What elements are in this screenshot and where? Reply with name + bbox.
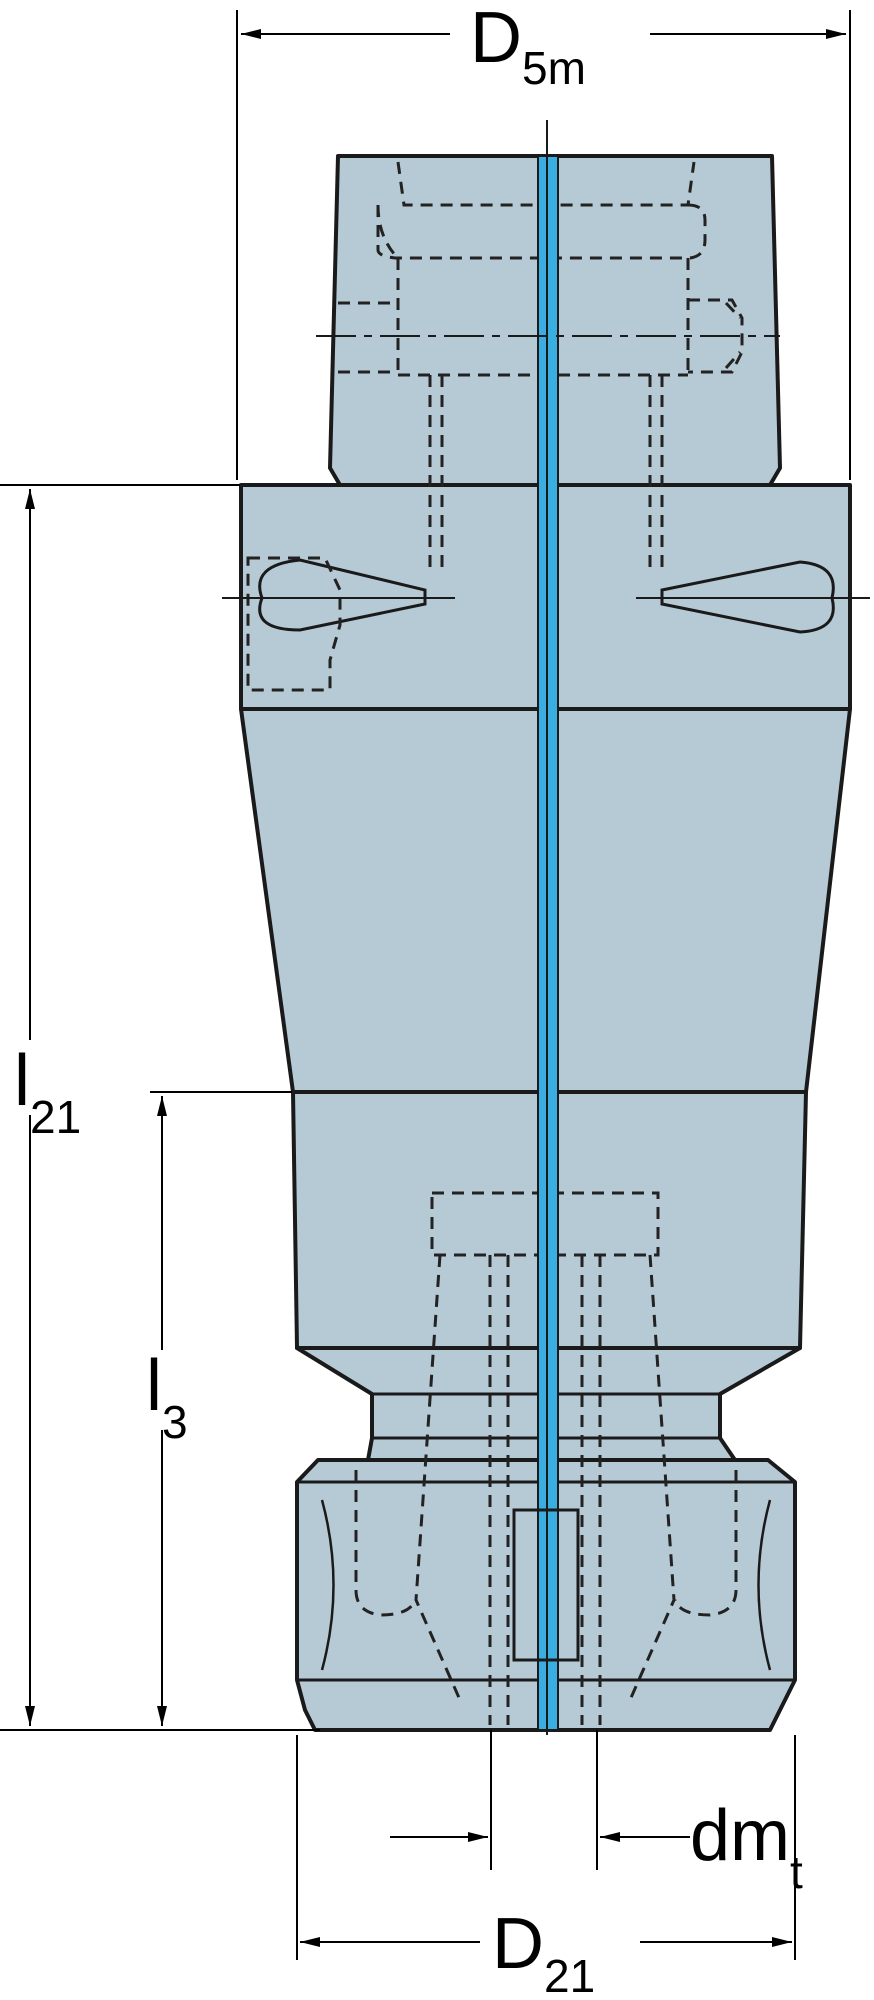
centre-lines <box>222 120 870 1735</box>
dimension-lines <box>0 10 851 1960</box>
dim-label-l3: l3 <box>146 1346 188 1448</box>
ejector-pin <box>512 1508 580 1662</box>
dim-label-dmt: dmt <box>690 1796 803 1898</box>
dim-label-d21: D21 <box>492 1904 595 2000</box>
dim-label-l21: l21 <box>14 1041 81 1143</box>
nut-flats <box>320 1499 772 1671</box>
hidden-lines <box>246 161 744 1725</box>
dim-label-d5m: D5m <box>470 0 586 94</box>
